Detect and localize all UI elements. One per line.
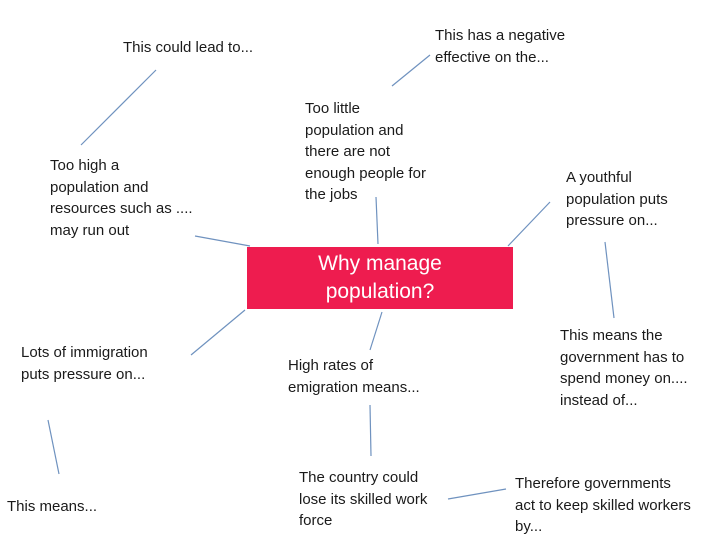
note-lead-to: This could lead to... [123, 39, 254, 56]
note-youthful-population: A youthful population puts pressure on..… [566, 169, 668, 229]
connector-youthful-to-government [604, 241, 615, 319]
central-question-box: Why manage population? [247, 247, 513, 309]
central-question: Why manage population? [318, 252, 442, 303]
note-government-spend: This means the government has to spend m… [560, 327, 688, 409]
note-negative-effect: This has a negative effective on the... [435, 27, 566, 66]
connector-emigration-to-skilled [369, 404, 372, 457]
note-this-means: This means... [7, 498, 98, 515]
note-skilled-work-force: The country could lose its skilled work … [299, 469, 428, 529]
note-too-high-population: Too high a population and resources such… [50, 157, 193, 239]
connector-skilled-to-governments [447, 488, 507, 500]
connector-little-to-negative [391, 54, 431, 87]
note-governments-act: Therefore governments act to keep skille… [515, 475, 691, 535]
note-emigration: High rates of emigration means... [288, 357, 420, 396]
connector-little-to-center [375, 196, 379, 245]
connector-immigration-to-means [47, 419, 60, 475]
connector-youthful-to-center [507, 201, 551, 247]
note-too-little-population: Too little population and there are not … [305, 100, 426, 203]
connector-immigration-to-center [190, 309, 246, 356]
note-immigration: Lots of immigration puts pressure on... [21, 344, 148, 383]
connector-high-to-lead [80, 69, 157, 146]
connector-emigration-to-center [369, 311, 383, 351]
connector-high-to-center [194, 235, 251, 247]
